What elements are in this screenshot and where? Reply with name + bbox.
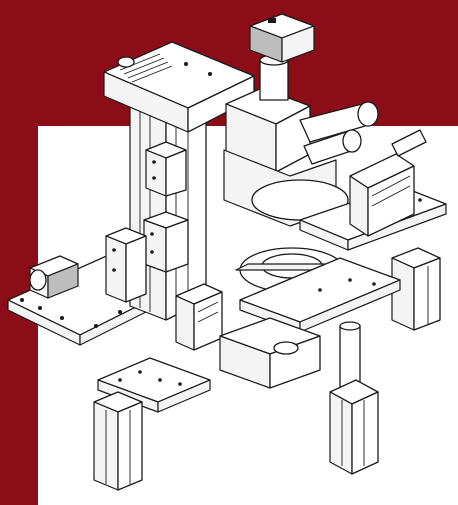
focus-body: [223, 149, 349, 227]
condenser-box: [219, 317, 321, 389]
microscope-arm: [103, 41, 255, 133]
left-y-stage: [105, 227, 147, 303]
right-leg: [391, 247, 441, 331]
center-pillar: [339, 321, 361, 389]
z-stage-lower: [143, 211, 189, 273]
z-stage-upper: [145, 141, 187, 197]
camera-icon: [249, 13, 315, 63]
left-manipulator: [175, 283, 223, 351]
front-right-leg: [329, 379, 379, 475]
left-motor-block: [29, 255, 79, 299]
front-left-leg: [93, 391, 143, 491]
eyepiece-tubes: [299, 101, 379, 165]
center-cross-plate: [239, 257, 401, 333]
right-manipulator: [349, 129, 427, 237]
